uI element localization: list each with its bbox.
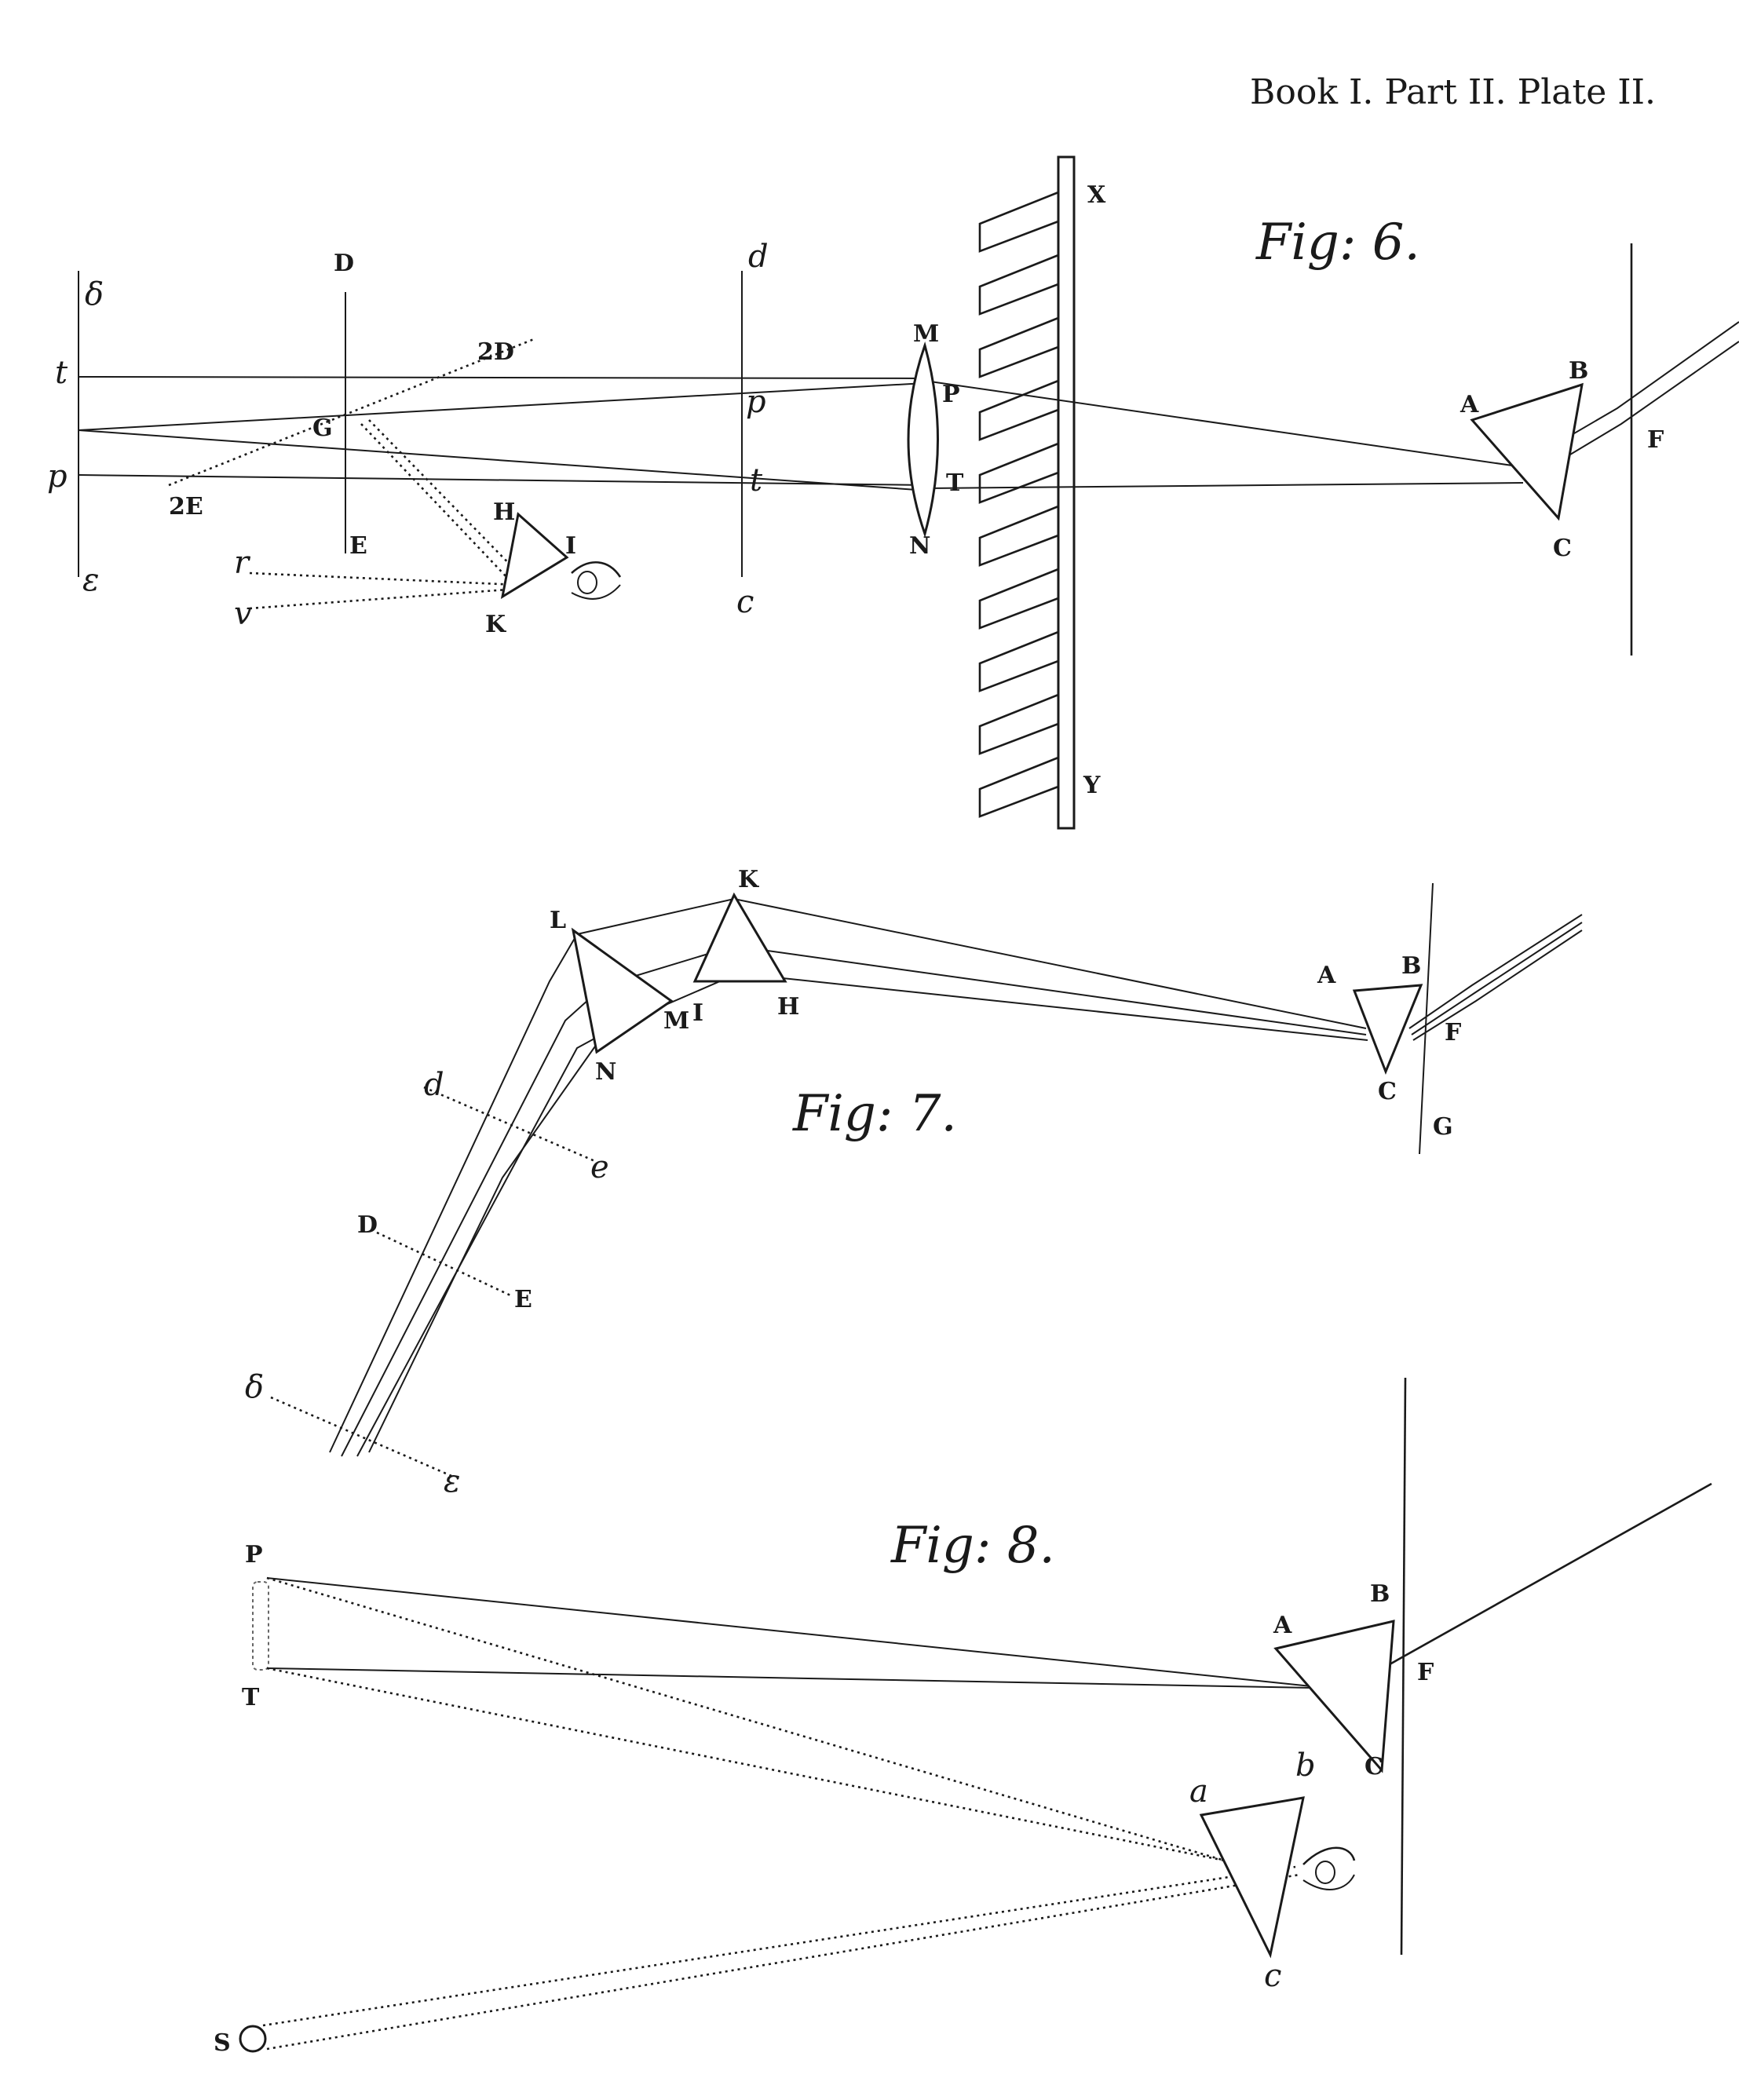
fig6-label-x: X [1087, 181, 1106, 209]
fig7-label-N: N [595, 1058, 616, 1086]
fig8-label-P: P [245, 1541, 263, 1569]
fig7-label-H: H [777, 993, 799, 1021]
fig6-label-H: H [493, 499, 515, 526]
fig6-label-P: P [942, 381, 960, 408]
fig8-prism-abc [1273, 1620, 1395, 1773]
fig7-label-A: A [1317, 962, 1336, 989]
fig7-label-e: e [590, 1149, 609, 1185]
fig8-label-S: S [214, 2029, 231, 2057]
fig8-title: Fig: 8. [890, 1517, 1055, 1575]
fig6-label-p-left: p [47, 458, 68, 495]
fig6-prism-abc [1470, 382, 1584, 521]
fig8-label-a: a [1189, 1773, 1208, 1810]
figure-8: Fig: 8. P T A B C F [214, 1377, 1712, 2057]
eye-icon [1302, 1846, 1356, 1890]
fig8-label-C: C [1365, 1753, 1383, 1780]
fig6-label-C: C [1553, 535, 1572, 562]
fig6-label-y: Y [1083, 772, 1101, 799]
fig7-prism-kih [692, 892, 787, 983]
fig6-scale-xy: X Y [978, 155, 1106, 830]
fig8-window-line [1400, 1377, 1407, 1956]
fig6-lens [907, 341, 939, 539]
fig7-prism-lmn [571, 927, 674, 1054]
fig7-rays [270, 897, 1583, 1477]
fig8-label-c: c [1264, 1958, 1281, 1994]
fig8-label-A: A [1273, 1612, 1292, 1639]
fig7-label-L: L [550, 907, 566, 934]
fig6-label-A: A [1460, 391, 1479, 418]
fig7-label-M: M [663, 1007, 689, 1035]
fig6-label-B: B [1569, 357, 1588, 385]
fig6-label-2D: 2D [477, 338, 514, 366]
fig6-label-D: D [334, 250, 354, 277]
fig7-label-K: K [738, 866, 759, 893]
fig6-label-G: G [312, 415, 333, 442]
fig6-label-I: I [565, 532, 576, 560]
fig7-title: Fig: 7. [792, 1085, 957, 1143]
fig8-object-pt [252, 1581, 269, 1671]
fig7-window-line [1419, 882, 1434, 1155]
fig8-label-T: T [242, 1684, 260, 1711]
fig6-title: Fig: 6. [1255, 214, 1420, 272]
fig6-label-c: c [736, 584, 754, 620]
fig8-prism-abc-small [1199, 1796, 1305, 1959]
fig6-label-K: K [485, 611, 506, 638]
fig6-label-2E: 2E [169, 493, 203, 520]
fig7-label-E: E [514, 1286, 532, 1313]
fig7-label-G: G [1433, 1113, 1453, 1141]
fig7-label-C: C [1378, 1078, 1397, 1105]
fig6-label-N: N [909, 532, 930, 560]
fig6-prism-hik [500, 512, 569, 600]
fig6-label-epsilon: ε [82, 562, 99, 598]
fig6-label-d: d [748, 239, 769, 275]
fig7-label-delta: δ [245, 1369, 264, 1405]
fig7-label-I: I [692, 999, 703, 1027]
fig6-label-T: T [946, 469, 964, 497]
figure-7: Fig: 7. K L M I H N A B [245, 866, 1583, 1499]
fig6-label-M: M [913, 320, 939, 348]
fig8-label-B: B [1370, 1580, 1390, 1608]
figure-6: Fig: 6. X Y [47, 155, 1739, 830]
plate-title: Book I. Part II. Plate II. [1250, 72, 1656, 112]
fig8-label-F: F [1417, 1659, 1434, 1686]
eye-icon [571, 561, 622, 600]
fig6-label-t-left: t [55, 355, 68, 391]
fig7-label-D: D [357, 1211, 378, 1239]
fig7-label-d: d [424, 1067, 444, 1103]
fig6-label-p-mid: p [746, 384, 766, 420]
fig7-prism-abc [1352, 984, 1423, 1076]
fig6-label-F: F [1647, 426, 1664, 454]
fig6-label-E: E [349, 532, 367, 560]
fig6-label-delta: δ [85, 276, 104, 312]
fig7-label-epsilon: ε [444, 1463, 460, 1499]
fig8-light-source [239, 2025, 267, 2053]
fig7-label-F: F [1445, 1019, 1461, 1046]
fig7-label-B: B [1401, 952, 1421, 980]
fig6-label-v: v [234, 596, 252, 632]
fig6-label-t-mid: t [750, 462, 763, 499]
fig8-label-b: b [1295, 1748, 1316, 1784]
fig6-label-r: r [234, 545, 251, 581]
